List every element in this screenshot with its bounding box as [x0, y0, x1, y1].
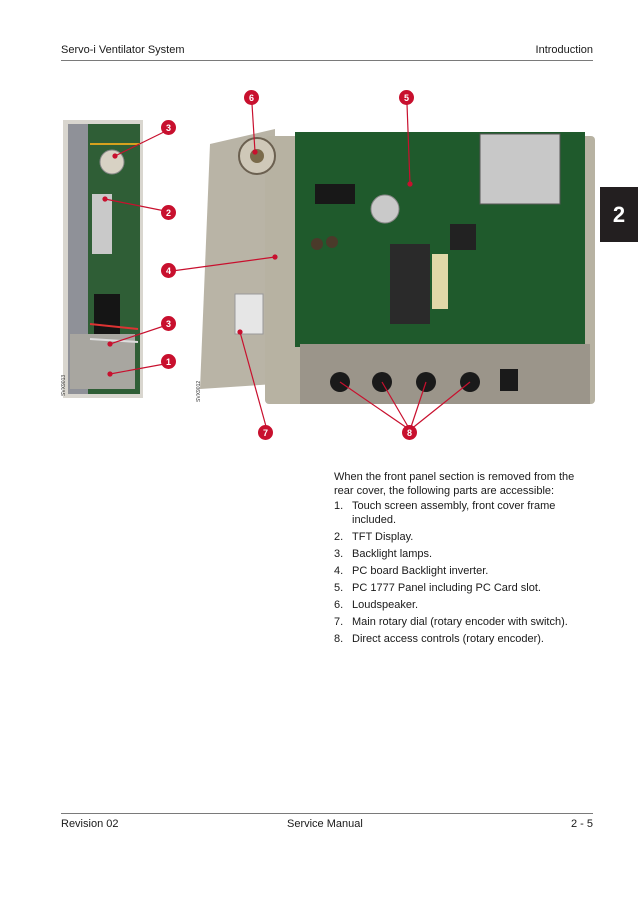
photo-illustration: [63, 103, 595, 431]
footer-rule: [61, 813, 593, 814]
callout-direct-access-controls: 8: [402, 425, 417, 440]
parts-list: 1. Touch screen assembly, front cover fra…: [334, 500, 596, 650]
callout-tft-display: 2: [161, 205, 176, 220]
list-item: 1. Touch screen assembly, front cover fra…: [334, 500, 596, 527]
callout-backlight-inverter: 4: [161, 263, 176, 278]
header-section-title: Introduction: [535, 44, 593, 56]
callout-backlight-lamp-top: 3: [161, 120, 176, 135]
list-item-text: Main rotary dial (rotary encoder with sw…: [352, 615, 568, 628]
list-item-text: TFT Display.: [352, 530, 414, 543]
callout-backlight-lamp-bottom: 3: [161, 316, 176, 331]
footer-revision: Revision 02: [61, 818, 119, 830]
image-code-left: SVX9013: [61, 374, 67, 396]
list-item-text: Touch screen assembly, front cover frame…: [352, 500, 556, 526]
list-item-number: 8.: [334, 632, 344, 645]
list-item-number: 2.: [334, 530, 344, 543]
list-item-text: Direct access controls (rotary encoder).: [352, 632, 544, 645]
callout-leaders: [102, 103, 471, 431]
list-item-number: 4.: [334, 564, 344, 577]
header-document-title: Servo-i Ventilator System: [61, 44, 185, 56]
callout-panel-board: 5: [399, 90, 414, 105]
list-item: 4. PC board Backlight inverter.: [334, 565, 596, 579]
list-item-text: PC board Backlight inverter.: [352, 564, 489, 577]
side-assembly-photo: [63, 120, 143, 398]
list-item: 5. PC 1777 Panel including PC Card slot.: [334, 582, 596, 596]
footer-page-number: 2 - 5: [570, 818, 593, 830]
callout-main-rotary-dial: 7: [258, 425, 273, 440]
callout-loudspeaker: 6: [244, 90, 259, 105]
list-item-text: PC 1777 Panel including PC Card slot.: [352, 581, 541, 594]
main-panel-photo: [195, 114, 595, 406]
list-item-text: Backlight lamps.: [352, 547, 433, 560]
list-item: 7. Main rotary dial (rotary encoder with …: [334, 616, 596, 630]
service-photo: 6 5 3 2 4 3 1 7 8 SVX9013 SVX9012: [60, 84, 600, 444]
callout-touch-screen: 1: [161, 354, 176, 369]
list-item-number: 1.: [334, 500, 344, 512]
intro-paragraph: When the front panel section is removed …: [334, 471, 575, 497]
list-item: 6. Loudspeaker.: [334, 599, 596, 613]
list-item-number: 6.: [334, 598, 344, 611]
image-code-right: SVX9012: [196, 380, 202, 402]
list-item: 8. Direct access controls (rotary encoder…: [334, 633, 596, 647]
list-item: 2. TFT Display.: [334, 531, 596, 545]
header-rule: [61, 60, 593, 61]
list-item: 3. Backlight lamps.: [334, 548, 596, 562]
chapter-tab: 2: [600, 187, 638, 242]
list-item-number: 3.: [334, 547, 344, 560]
footer-manual-title: Service Manual: [287, 818, 363, 830]
list-item-number: 5.: [334, 581, 344, 594]
list-item-number: 7.: [334, 615, 344, 628]
list-item-text: Loudspeaker.: [352, 598, 419, 611]
